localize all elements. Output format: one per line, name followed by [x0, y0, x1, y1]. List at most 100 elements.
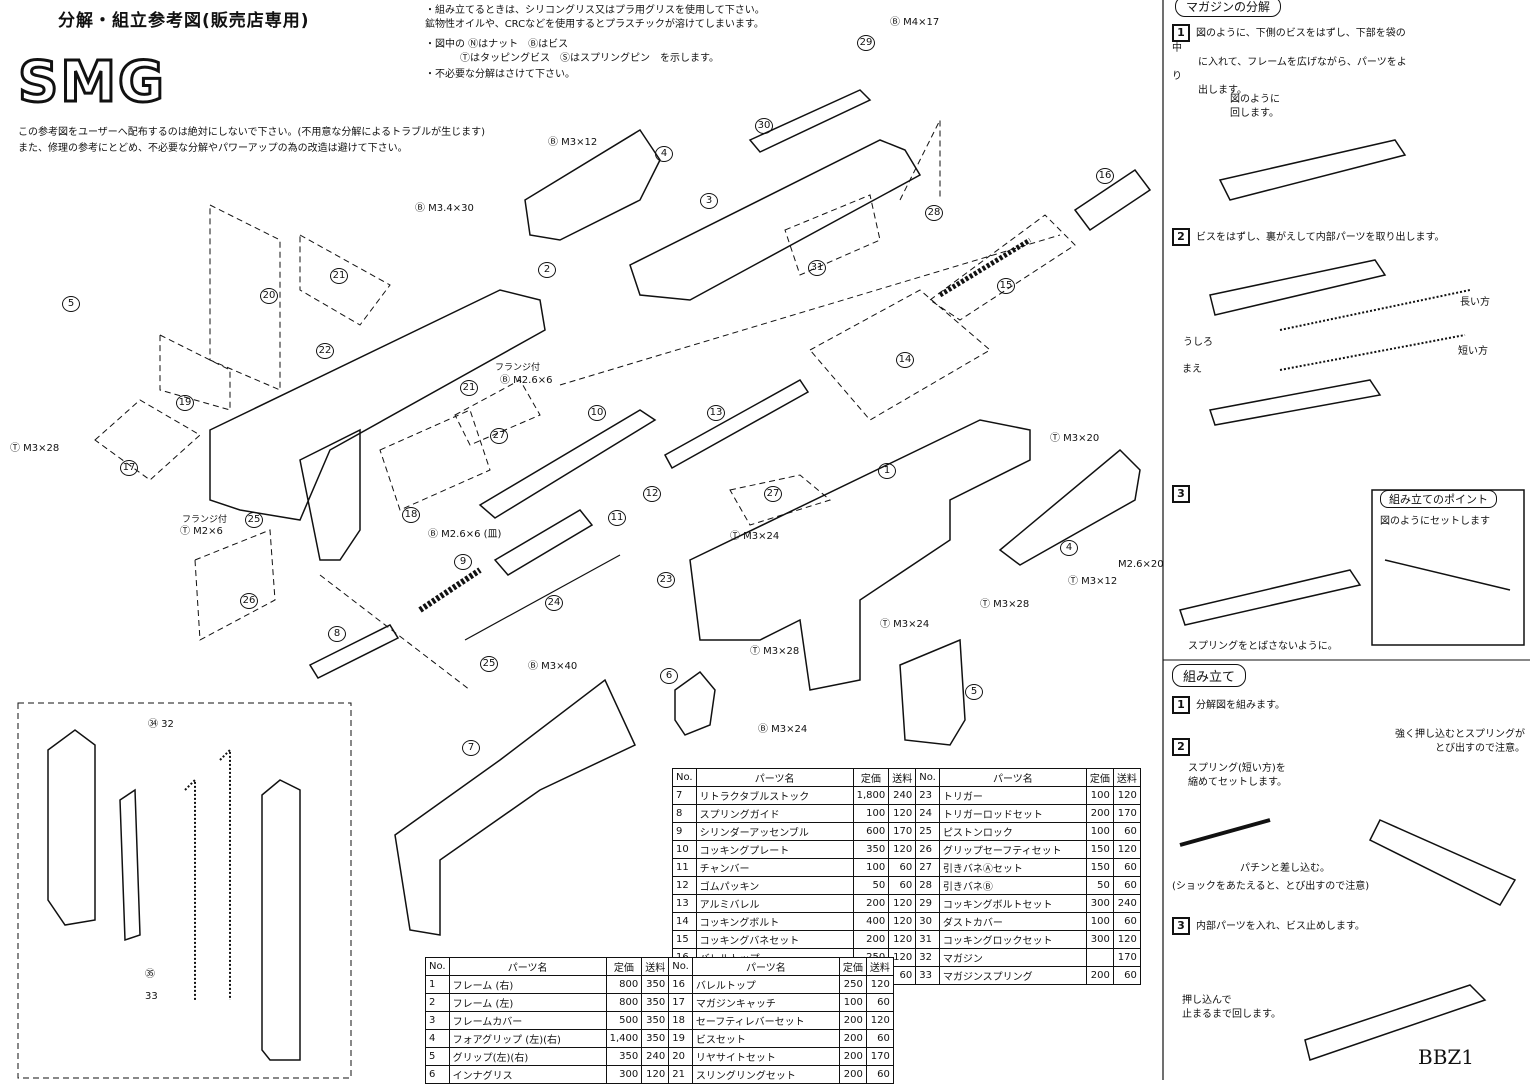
table-cell: 16: [668, 975, 693, 994]
callout-27a: 27: [490, 428, 508, 444]
table-cell: 120: [1112, 930, 1141, 949]
table-cell: 60: [1112, 822, 1141, 841]
barrel-top-shape: [1073, 168, 1152, 232]
callout-24: 24: [545, 595, 563, 611]
col-price: 定価: [605, 957, 643, 976]
table-cell: 31: [915, 930, 940, 949]
callout-5b: 5: [965, 684, 983, 700]
table-cell: トリガーロッドセット: [938, 804, 1087, 823]
table-cell: 19: [668, 1029, 693, 1048]
label-m3x40: Ⓑ M3×40: [528, 661, 578, 672]
table-cell: 60: [865, 1029, 894, 1048]
callout-18: 18: [402, 507, 420, 523]
table-cell: 60: [888, 966, 917, 985]
mag-step-3: 3: [1172, 485, 1196, 503]
col-no-2: No.: [915, 768, 940, 787]
callout-10: 10: [588, 405, 606, 421]
table-cell: 50: [852, 876, 890, 895]
callout-3: 3: [700, 193, 718, 209]
spring-warning: 強く押し込むとスプリングが とび出すので注意。: [1395, 729, 1525, 754]
step-number: 2: [1172, 228, 1190, 246]
label-m3x28-b: Ⓣ M3×28: [980, 599, 1030, 610]
table-cell: 350: [641, 993, 670, 1012]
table-cell: 13: [672, 894, 697, 913]
note-4: Ⓣはタッピングビス Ⓢはスプリングピン を示します。: [460, 53, 719, 64]
table-cell: 32: [915, 948, 940, 967]
spring-guide-shape: [308, 624, 400, 679]
table-cell: 200: [838, 1029, 867, 1048]
label-flange-1: フランジ付: [495, 363, 541, 373]
table-cell: 200: [838, 1011, 867, 1030]
frame-cover-shape: [629, 139, 922, 301]
table-cell: スリングリングセット: [691, 1065, 840, 1084]
callout-21a: 21: [330, 268, 348, 284]
spring-set-note: スプリング(短い方)を 縮めてセットします。: [1188, 763, 1287, 788]
col-name-2: パーツ名: [691, 957, 840, 976]
table-cell: 200: [852, 894, 890, 913]
table-cell: コッキングバネセット: [695, 930, 854, 949]
table-cell: フレーム (右): [448, 975, 607, 994]
trigger-rod-shape: [464, 554, 621, 641]
label-m3x12-b: Ⓣ M3×12: [1068, 576, 1118, 587]
label-front: まえ: [1182, 364, 1202, 375]
table-cell: 1: [425, 975, 450, 994]
table-cell: 150: [1085, 840, 1114, 859]
callout-29: 29: [857, 35, 875, 51]
table-cell: 350: [641, 1029, 670, 1048]
note-2: 鉱物性オイルや、CRCなどを使用するとプラスチックが溶けてしまいます。: [425, 19, 764, 30]
callout-13: 13: [707, 405, 725, 421]
table-cell: トリガー: [938, 786, 1087, 805]
table-cell: 60: [888, 876, 917, 895]
table-cell: 6: [425, 1065, 450, 1084]
table-cell: アルミバレル: [695, 894, 854, 913]
stock-shape: [394, 678, 636, 936]
magazine-exploded-box: [17, 702, 352, 1079]
table-cell: シリンダーアッセンブル: [695, 822, 854, 841]
signature: BBZ1: [1418, 1045, 1475, 1069]
table-cell: 5: [425, 1047, 450, 1066]
table-cell: コッキングプレート: [695, 840, 854, 859]
table-cell: コッキングボルト: [695, 912, 854, 931]
label-m3x12-a: Ⓑ M3×12: [548, 137, 598, 148]
table-cell: チャンバー: [695, 858, 854, 877]
callout-6: 6: [660, 668, 678, 684]
table-cell: マガジンキャッチ: [691, 993, 840, 1012]
callout-25b: 25: [480, 656, 498, 672]
table-cell: 29: [915, 894, 940, 913]
table-cell: 8: [672, 804, 697, 823]
callout-20: 20: [260, 288, 278, 304]
table-cell: 120: [865, 1011, 894, 1030]
callout-25a: 25: [245, 512, 263, 528]
callout-15: 15: [997, 278, 1015, 294]
table-cell: 18: [668, 1011, 693, 1030]
snap-in-note: パチンと差し込む。: [1240, 863, 1330, 874]
table-cell: 17: [668, 993, 693, 1012]
note-3: ・図中の Ⓝはナット Ⓑはビス: [425, 39, 569, 50]
callout-22: 22: [316, 343, 334, 359]
table-cell: ビスセット: [691, 1029, 840, 1048]
col-price-2: 定価: [838, 957, 867, 976]
callout-14: 14: [896, 352, 914, 368]
table-cell: 30: [915, 912, 940, 931]
table-cell: 200: [838, 1065, 867, 1084]
callout-4a: 4: [655, 146, 673, 162]
cocking-spring-shape: [938, 237, 1032, 298]
table-cell: 120: [888, 840, 917, 859]
callout-19: 19: [176, 395, 194, 411]
table-cell: 170: [865, 1047, 894, 1066]
label-part-35: ㉟: [145, 969, 155, 980]
col-no: No.: [425, 957, 450, 976]
table-cell: 3: [425, 1011, 450, 1030]
callout-28: 28: [925, 205, 943, 221]
col-price-2: 定価: [1085, 768, 1114, 787]
table-cell: 120: [1112, 786, 1141, 805]
cocking-plate-shape: [478, 409, 657, 519]
table-cell: 240: [1112, 894, 1141, 913]
